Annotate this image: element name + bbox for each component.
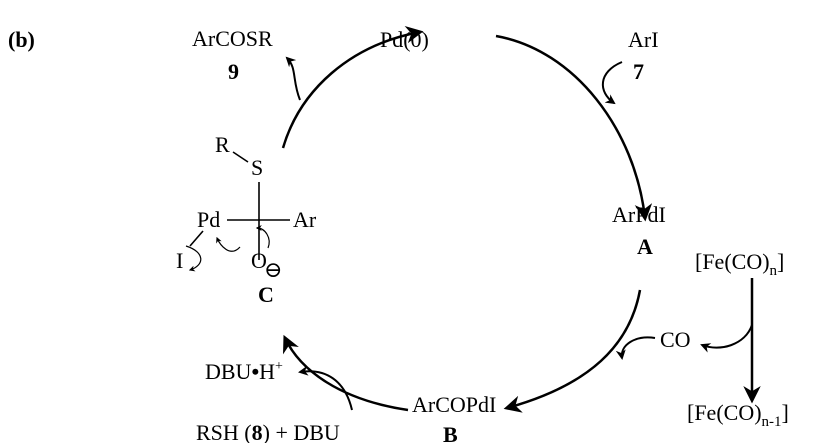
- arpdi-label: ArPdI: [612, 202, 666, 227]
- ari-number: 7: [633, 59, 644, 84]
- arcosr-label: ArCOSR: [192, 26, 273, 51]
- ari-label: ArI: [628, 27, 659, 52]
- panel-label: (b): [8, 27, 35, 52]
- product-release-arrow: [285, 56, 301, 101]
- intermediate-b-letter: B: [443, 422, 458, 443]
- arc-c-to-pd0: [281, 25, 424, 149]
- rsh-reagents-label: RSH (8) + DBU: [196, 420, 340, 443]
- arcopdi-label: ArCOPdI: [412, 392, 496, 417]
- arc-b-to-c: [283, 334, 409, 412]
- intermediate-c-letter: C: [258, 282, 274, 307]
- c-r-label: R: [215, 132, 230, 157]
- bond-pd-i: [189, 230, 204, 247]
- c-s-label: S: [251, 155, 263, 180]
- c-o-charge: ⊖: [264, 257, 282, 282]
- arc-a-to-b: [503, 289, 642, 413]
- dbu-salt-arrow: [298, 365, 353, 411]
- co-insertion-arrow: [615, 336, 656, 360]
- bond-r-s: [232, 151, 249, 163]
- electron-arrow-3: [185, 245, 202, 272]
- c-o-label: O: [251, 248, 267, 273]
- c-i-label: I: [176, 248, 183, 273]
- c-ar-label: Ar: [293, 207, 317, 232]
- dbu-salt-label: DBU•H+: [205, 359, 283, 384]
- intermediate-c-structure: R S Pd Ar I O ⊖: [176, 132, 317, 282]
- electron-arrow-1: [216, 236, 241, 252]
- intermediate-a-letter: A: [637, 234, 653, 259]
- fe-product-label: [Fe(CO)n-1]: [687, 400, 789, 430]
- co-label: CO: [660, 327, 691, 352]
- electron-arrow-2: [255, 225, 270, 249]
- co-release-arrow: [700, 324, 753, 353]
- arc-pd0-to-a: [495, 34, 653, 222]
- fe-reagent-label: [Fe(CO)n]: [695, 249, 784, 279]
- ari-entry-arrow: [601, 61, 623, 105]
- arcosr-number: 9: [228, 59, 239, 84]
- c-pd-label: Pd: [197, 207, 220, 232]
